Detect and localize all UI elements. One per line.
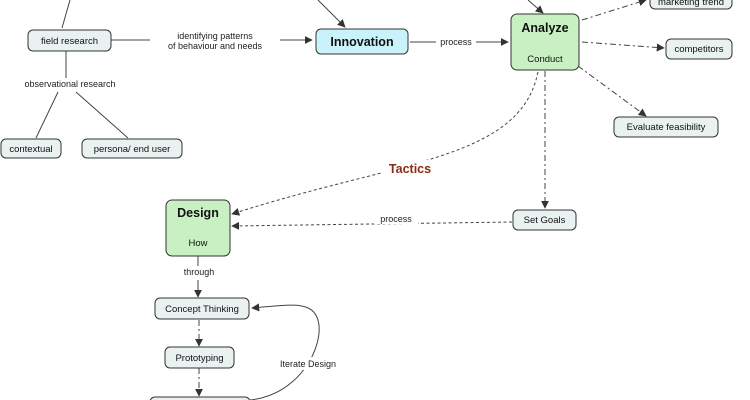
node-concept-thinking-label: Concept Thinking	[165, 304, 239, 315]
label-through: through	[184, 267, 215, 277]
node-evaluate-feasibility-label: Evaluate feasibility	[627, 122, 706, 133]
node-concept-thinking[interactable]: Concept Thinking	[154, 297, 250, 320]
edge-analyze-to-marketing-trend	[581, 0, 647, 21]
node-marketing-trend-label: marketing trend	[658, 0, 724, 8]
label-identifying-patterns: identifying patterns	[177, 31, 253, 41]
label-behaviour-needs: of behaviour and needs	[168, 41, 263, 51]
edge-analyze-to-evaluate	[577, 65, 647, 117]
node-set-goals[interactable]: Set Goals	[512, 209, 577, 231]
edge-iterate-design-loop	[249, 303, 320, 400]
node-bottom-partial[interactable]	[149, 396, 251, 400]
label-observational-research: observational research	[24, 79, 115, 89]
node-competitors-label: competitors	[674, 44, 723, 55]
node-analyze-title: Analyze	[521, 21, 568, 35]
label-process-top: process	[440, 37, 472, 47]
edge-observational-to-persona	[75, 91, 129, 139]
node-field-research[interactable]: field research	[27, 29, 112, 52]
node-set-goals-label: Set Goals	[524, 215, 566, 226]
edge-analyze-to-competitors	[581, 41, 665, 52]
node-analyze[interactable]: Analyze Conduct	[510, 13, 580, 71]
node-innovation[interactable]: Innovation	[315, 28, 409, 55]
nodes: field research Innovation Analyze Conduc…	[0, 0, 733, 400]
node-evaluate-feasibility[interactable]: Evaluate feasibility	[613, 116, 719, 138]
node-persona-label: persona/ end user	[94, 144, 171, 155]
edge-top-to-analyze	[527, 0, 544, 14]
label-tactics: Tactics	[389, 162, 431, 176]
label-process-mid: process	[380, 214, 412, 224]
node-persona[interactable]: persona/ end user	[81, 138, 183, 159]
edge-observational-to-contextual	[35, 91, 59, 139]
node-prototyping[interactable]: Prototyping	[164, 346, 235, 369]
edge-top-to-innovation	[317, 0, 346, 28]
edge-top-to-field-research	[61, 0, 71, 29]
node-design[interactable]: Design How	[165, 199, 231, 257]
node-design-sub: How	[188, 238, 207, 249]
node-analyze-sub: Conduct	[527, 54, 563, 65]
node-contextual-label: contextual	[9, 144, 52, 155]
node-prototyping-label: Prototyping	[175, 353, 223, 364]
edge-labels: identifying patterns of behaviour and ne…	[14, 31, 476, 370]
node-innovation-label: Innovation	[330, 35, 393, 49]
label-iterate-design: Iterate Design	[280, 359, 336, 369]
node-contextual[interactable]: contextual	[0, 138, 62, 159]
node-design-title: Design	[177, 206, 219, 220]
edge-analyze-to-design-tactics	[231, 71, 539, 216]
edge-set-goals-to-design	[231, 221, 513, 230]
node-marketing-trend[interactable]: marketing trend	[649, 0, 733, 10]
node-competitors[interactable]: competitors	[665, 38, 733, 60]
node-field-research-label: field research	[41, 36, 98, 47]
